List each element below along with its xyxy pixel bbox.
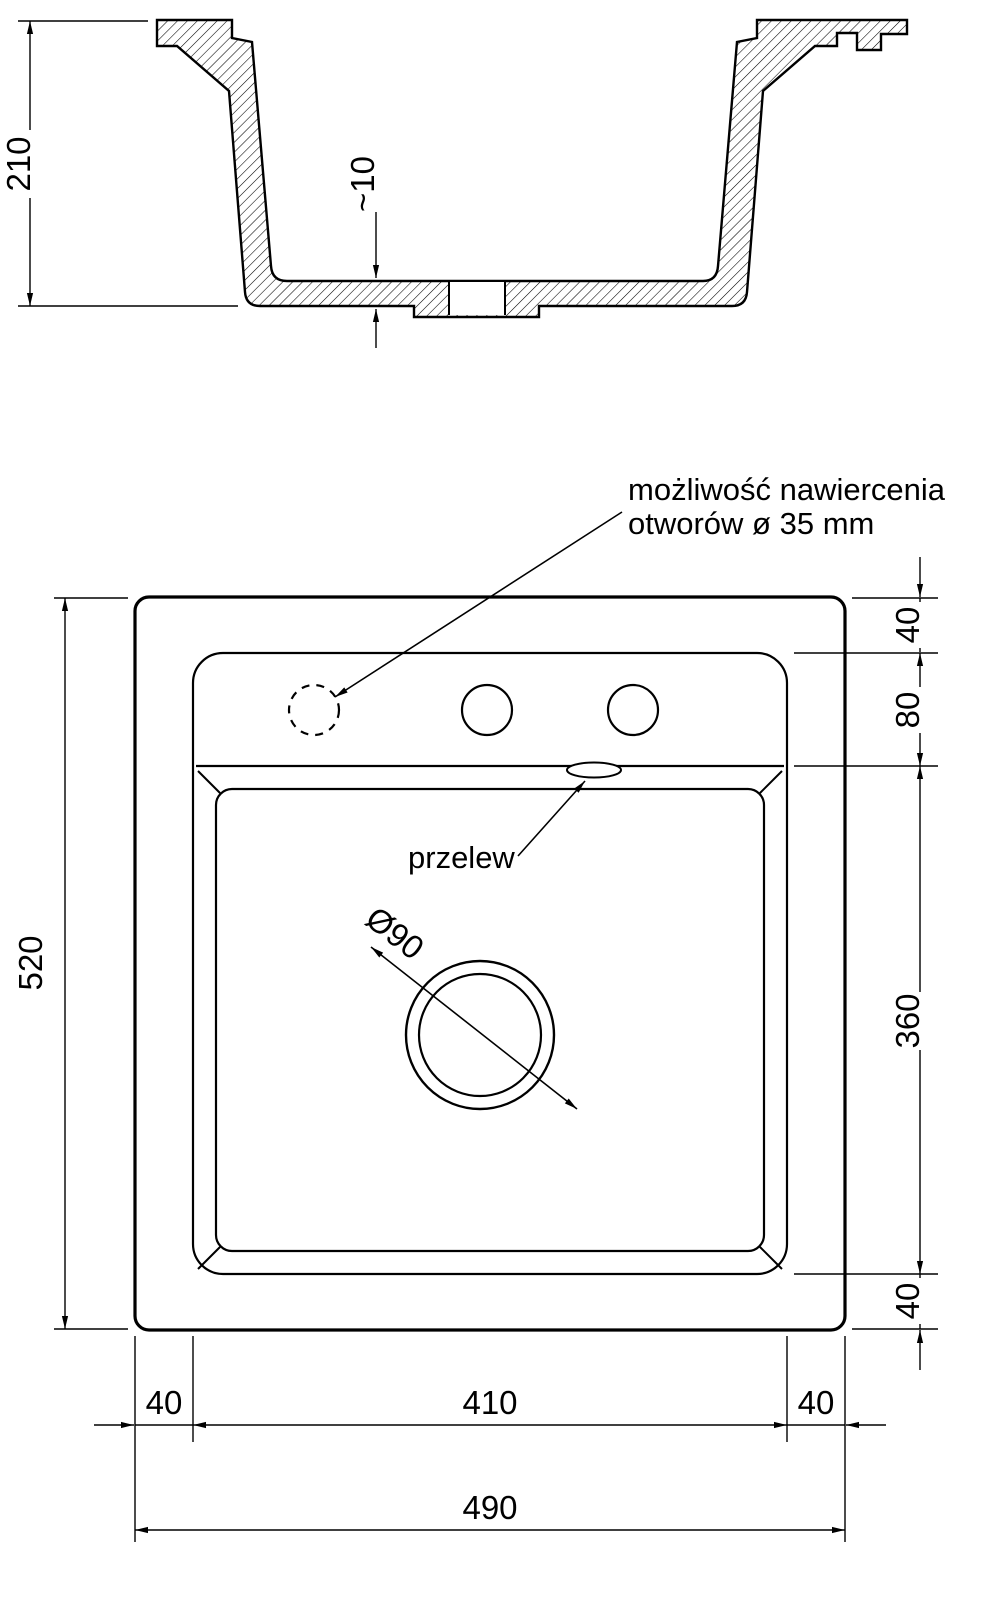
dim-label-bottom-margin: 40: [889, 1283, 926, 1320]
bowl-corner-chamfers: [197, 770, 783, 1270]
dim-label-width: 490: [462, 1489, 517, 1526]
section-view: 210 ~10: [0, 18, 909, 348]
drill-note-line2: otworów ø 35 mm: [628, 506, 874, 541]
dim-label-bowl-height: 360: [889, 993, 926, 1048]
deck-contour: [191, 651, 789, 1276]
dim-bottom-thickness: ~10: [344, 156, 381, 348]
dim-label-deck: 80: [889, 692, 926, 729]
drain-diameter-label: Ø90: [359, 899, 431, 967]
dim-label-bowl-width: 410: [462, 1384, 517, 1421]
dim-label-left-margin: 40: [146, 1384, 183, 1421]
sink-wall-cross-section: [155, 18, 909, 319]
bowl-inner-contour: [214, 787, 766, 1253]
sink-outline: [133, 595, 847, 1332]
drain-diameter-line: [370, 946, 578, 1110]
dim-plan-width: 490: [135, 1489, 845, 1534]
dim-right-chain: 40 80 360 40: [794, 557, 938, 1370]
dim-label-depth: 210: [0, 136, 37, 191]
overflow-leader-line: [517, 780, 586, 857]
plan-view: przelew możliwość nawiercenia otworów ø …: [12, 472, 946, 1542]
dim-label-thickness: ~10: [344, 156, 381, 212]
dim-label-height: 520: [12, 935, 49, 990]
dim-plan-height: 520: [12, 597, 128, 1330]
drill-note-line1: możliwość nawiercenia: [628, 472, 946, 507]
faucet-hole-middle: [460, 683, 514, 737]
faucet-hole-optional-dashed: [287, 683, 341, 737]
drain-inner-circle: [417, 972, 543, 1098]
overflow-slot: [566, 761, 622, 779]
faucet-hole-right: [606, 683, 660, 737]
dim-section-depth: 210: [0, 20, 238, 307]
drain-opening: [448, 282, 506, 315]
drill-note: możliwość nawiercenia otworów ø 35 mm: [334, 472, 946, 698]
drill-note-leader-line: [334, 511, 623, 698]
overflow-label: przelew: [408, 840, 515, 875]
drain-outer-circle: [404, 959, 556, 1111]
dim-label-right-margin: 40: [798, 1384, 835, 1421]
dim-label-top-margin: 40: [889, 607, 926, 644]
dim-bottom-chain: 40 410 40: [94, 1336, 886, 1542]
